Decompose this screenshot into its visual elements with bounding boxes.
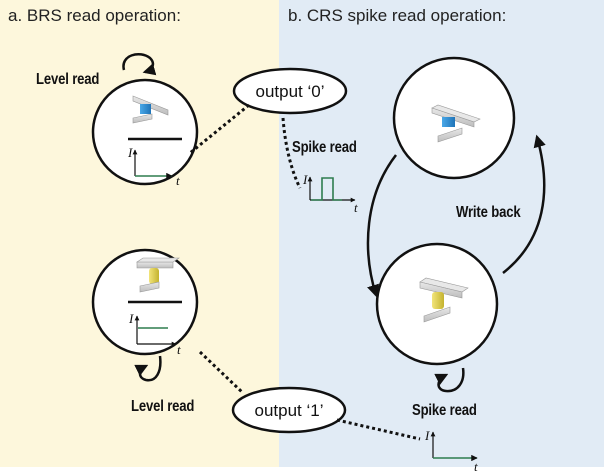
- axis-i-label: I: [127, 145, 133, 160]
- write-back-label: Write back: [456, 204, 521, 221]
- level-read-loop-arrow: [134, 355, 162, 382]
- axis-t-label: t: [176, 173, 180, 188]
- crs-cell-top: [392, 56, 516, 180]
- yellow-filament: [149, 268, 159, 284]
- crossbar-device-icon: [132, 95, 169, 124]
- spike-read-loop-arrow: [434, 367, 465, 393]
- crossbar-device-icon: [136, 257, 180, 293]
- current-time-plot: I t: [127, 145, 180, 188]
- crossbar-device-icon: [431, 104, 481, 143]
- level-read-label-bottom: Level read: [131, 398, 195, 415]
- dotted-connector: [198, 350, 245, 395]
- brs-cell-bottom: I t: [91, 248, 199, 382]
- crs-cell-bottom: [375, 242, 499, 393]
- dotted-connector: [189, 103, 250, 155]
- current-time-plot: I t: [128, 311, 181, 357]
- output-one-label: output ‘1’: [255, 401, 324, 420]
- write-back-arrow: [502, 134, 546, 274]
- current-time-plot: I t: [424, 428, 478, 473]
- cell-circle: [91, 78, 199, 186]
- brs-cell-top: I t: [91, 53, 199, 188]
- axis-i-label: I: [128, 311, 134, 326]
- spike-read-label-bottom: Spike read: [412, 402, 477, 419]
- spike-pulse-plot: I t: [302, 172, 358, 215]
- crossbar-device-icon: [419, 277, 469, 323]
- output-zero-bubble: output ‘0’: [232, 67, 348, 115]
- level-read-loop-arrow: [122, 53, 157, 76]
- panel-brs-read: [0, 0, 279, 467]
- output-zero-label: output ‘0’: [256, 82, 325, 101]
- level-read-label-top: Level read: [36, 71, 100, 88]
- blue-filament: [442, 117, 455, 127]
- output-one-bubble: output ‘1’: [231, 386, 347, 434]
- axis-t-label: t: [177, 342, 181, 357]
- yellow-filament: [432, 292, 444, 309]
- spike-pulse-signal: [311, 177, 342, 201]
- panel-a-title: a. BRS read operation:: [8, 6, 181, 25]
- axis-i-label: I: [302, 172, 308, 187]
- panel-b-title: b. CRS spike read operation:: [288, 6, 507, 25]
- dotted-connector: [281, 117, 302, 189]
- dotted-connector: [336, 418, 421, 441]
- axis-t-label: t: [474, 459, 478, 473]
- spike-read-transition-arrow: [366, 154, 397, 298]
- axis-t-label: t: [354, 200, 358, 215]
- blue-filament: [140, 104, 151, 114]
- spike-read-label-middle: Spike read: [292, 139, 357, 156]
- axis-i-label: I: [424, 428, 430, 443]
